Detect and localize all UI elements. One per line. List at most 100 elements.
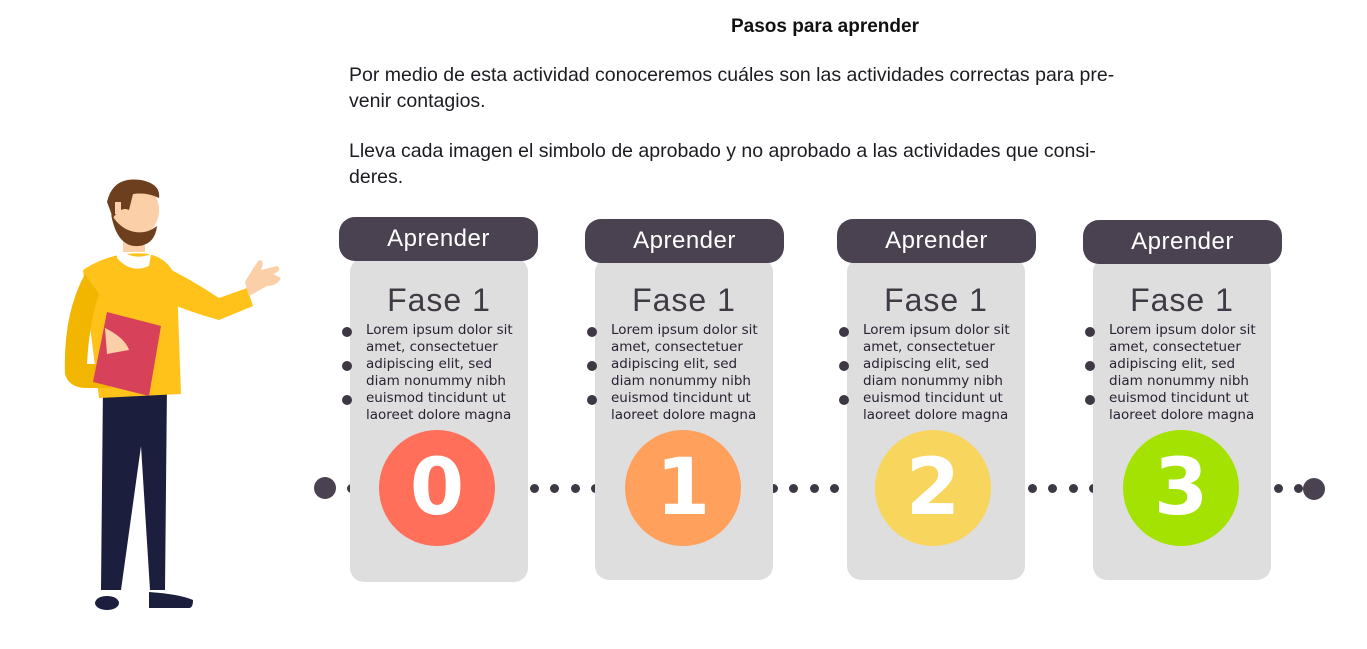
- instruction-line: venir contagios.: [349, 90, 486, 112]
- teacher-illustration: [64, 179, 281, 610]
- step-header: Aprender: [339, 217, 538, 261]
- bullet-continuation: amet, consectetuer: [1093, 339, 1271, 356]
- bullet-line: laoreet dolore magna: [863, 407, 1009, 423]
- bullet-dot: [342, 361, 352, 371]
- bullet-dot: [839, 361, 849, 371]
- bullet-line: amet, consectetuer: [863, 339, 995, 355]
- bullet-continuation: laoreet dolore magna: [847, 407, 1025, 424]
- bullet-dot: [1085, 327, 1095, 337]
- timeline-dot: [830, 484, 839, 493]
- bullet-line: adipiscing elit, sed: [366, 356, 493, 372]
- bullet-dot: [839, 327, 849, 337]
- holding-hand: [105, 328, 129, 354]
- page-title: Pasos para aprender: [0, 16, 1367, 38]
- bullet-line: diam nonummy nibh: [1109, 373, 1249, 389]
- step-number-circle: 3: [1123, 430, 1239, 546]
- bullet-item: Lorem ipsum dolor sit: [839, 322, 1025, 339]
- bullet-continuation: laoreet dolore magna: [1093, 407, 1271, 424]
- bullet-list: Lorem ipsum dolor sit amet, consectetuer…: [342, 322, 528, 424]
- bullet-dot: [587, 395, 597, 405]
- bullet-continuation: laoreet dolore magna: [595, 407, 773, 424]
- timeline-dot: [1274, 484, 1283, 493]
- trousers: [101, 383, 167, 590]
- timeline-dot: [550, 484, 559, 493]
- beard: [111, 214, 157, 247]
- bullet-continuation: diam nonummy nibh: [595, 373, 773, 390]
- bullet-dot: [587, 361, 597, 371]
- left-shoe: [95, 596, 119, 610]
- ear: [115, 202, 121, 214]
- bullet-line: amet, consectetuer: [611, 339, 743, 355]
- bullet-line: Lorem ipsum dolor sit: [366, 322, 513, 338]
- bullet-continuation: diam nonummy nibh: [1093, 373, 1271, 390]
- bullet-item: euismod tincidunt ut: [342, 390, 528, 407]
- bullet-line: laoreet dolore magna: [1109, 407, 1255, 423]
- timeline-start-point: [314, 477, 336, 499]
- instruction-paragraph-2: Lleva cada imagen el simbolo de aprobado…: [349, 138, 1294, 190]
- timeline-dot: [769, 484, 778, 493]
- bullet-item: adipiscing elit, sed: [342, 356, 528, 373]
- phase-label: Fase 1: [1130, 282, 1234, 318]
- timeline-dot: [1294, 484, 1303, 493]
- timeline-dot: [789, 484, 798, 493]
- instruction-line: deres.: [349, 166, 404, 188]
- right-shoe: [149, 592, 193, 608]
- bullet-continuation: diam nonummy nibh: [350, 373, 528, 390]
- timeline-dot: [1028, 484, 1037, 493]
- bullet-item: adipiscing elit, sed: [839, 356, 1025, 373]
- step-number-circle: 0: [379, 430, 495, 546]
- timeline-dot: [530, 484, 539, 493]
- instructions: Por medio de esta actividad conoceremos …: [349, 62, 1294, 214]
- bullet-dot: [587, 327, 597, 337]
- timeline-dot: [571, 484, 580, 493]
- bullet-list: Lorem ipsum dolor sit amet, consectetuer…: [839, 322, 1025, 424]
- bullet-line: diam nonummy nibh: [611, 373, 751, 389]
- step-header: Aprender: [585, 219, 784, 263]
- instruction-paragraph-1: Por medio de esta actividad conoceremos …: [349, 62, 1294, 114]
- bullet-line: Lorem ipsum dolor sit: [611, 322, 758, 338]
- phase-label: Fase 1: [387, 282, 491, 318]
- timeline-dot: [1069, 484, 1078, 493]
- bullet-dot: [1085, 395, 1095, 405]
- bullet-line: euismod tincidunt ut: [1109, 390, 1249, 406]
- right-arm: [157, 264, 253, 320]
- hand: [245, 260, 281, 296]
- bullet-dot: [839, 395, 849, 405]
- bullet-item: Lorem ipsum dolor sit: [342, 322, 528, 339]
- bullet-item: Lorem ipsum dolor sit: [1085, 322, 1271, 339]
- step-card: Fase 1 Lorem ipsum dolor sit amet, conse…: [342, 258, 528, 582]
- bullet-dot: [342, 395, 352, 405]
- page-title-text: Pasos para aprender: [731, 16, 919, 37]
- phase-label: Fase 1: [632, 282, 736, 318]
- left-arm: [64, 274, 111, 388]
- bullet-line: Lorem ipsum dolor sit: [863, 322, 1010, 338]
- step-header: Aprender: [837, 219, 1036, 263]
- bullet-list: Lorem ipsum dolor sit amet, consectetuer…: [587, 322, 773, 424]
- bullet-line: laoreet dolore magna: [611, 407, 757, 423]
- bullet-item: adipiscing elit, sed: [587, 356, 773, 373]
- bullet-item: euismod tincidunt ut: [839, 390, 1025, 407]
- bullet-list: Lorem ipsum dolor sit amet, consectetuer…: [1085, 322, 1271, 424]
- timeline-end-point: [1303, 478, 1325, 500]
- bullet-item: euismod tincidunt ut: [1085, 390, 1271, 407]
- bullet-continuation: laoreet dolore magna: [350, 407, 528, 424]
- bullet-continuation: diam nonummy nibh: [847, 373, 1025, 390]
- instruction-line: Lleva cada imagen el simbolo de aprobado…: [349, 140, 1096, 162]
- bullet-line: laoreet dolore magna: [366, 407, 512, 423]
- bullet-item: Lorem ipsum dolor sit: [587, 322, 773, 339]
- bullet-dot: [1085, 361, 1095, 371]
- bullet-line: adipiscing elit, sed: [1109, 356, 1236, 372]
- collar: [117, 246, 151, 269]
- phase-label: Fase 1: [884, 282, 988, 318]
- bullet-line: diam nonummy nibh: [366, 373, 506, 389]
- bullet-line: diam nonummy nibh: [863, 373, 1003, 389]
- timeline-dot: [810, 484, 819, 493]
- bullet-line: Lorem ipsum dolor sit: [1109, 322, 1256, 338]
- timeline-dot: [1048, 484, 1057, 493]
- instruction-line: Por medio de esta actividad conoceremos …: [349, 64, 1115, 86]
- bullet-continuation: amet, consectetuer: [350, 339, 528, 356]
- bullet-item: euismod tincidunt ut: [587, 390, 773, 407]
- bullet-line: adipiscing elit, sed: [863, 356, 990, 372]
- bullet-line: adipiscing elit, sed: [611, 356, 738, 372]
- bullet-continuation: amet, consectetuer: [847, 339, 1025, 356]
